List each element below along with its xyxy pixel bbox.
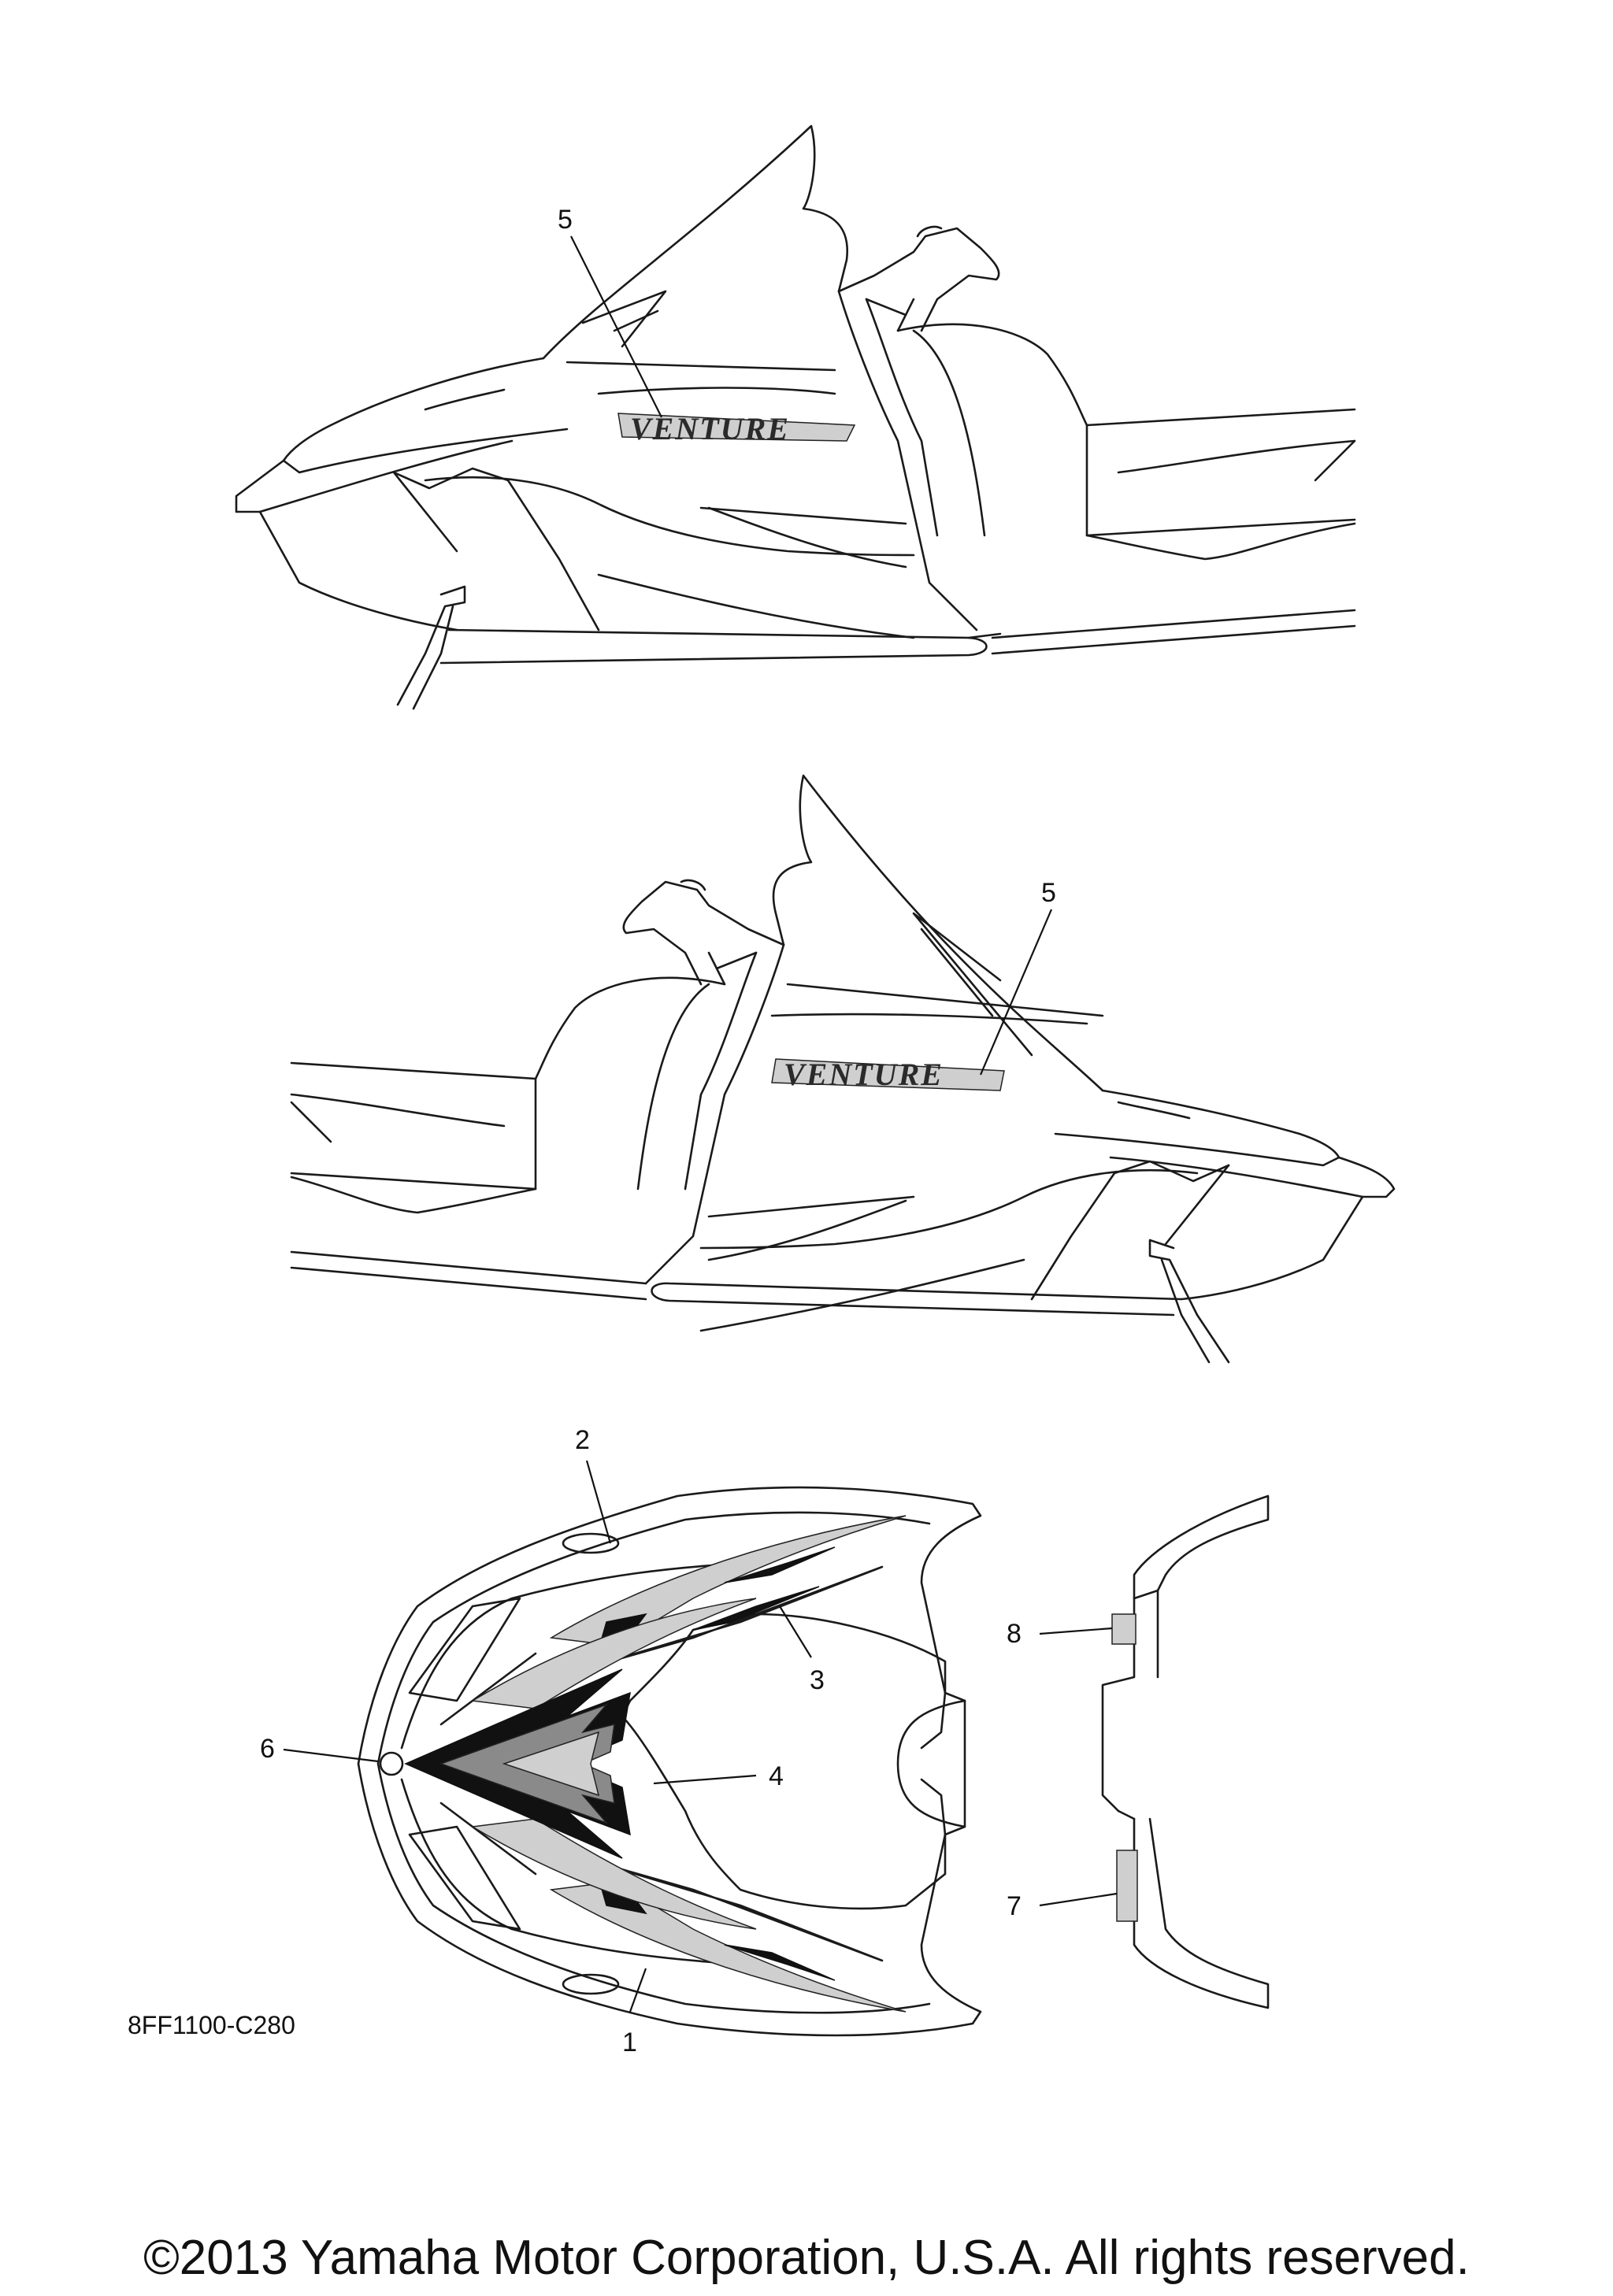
callout-1: 1 [622,2028,637,2057]
label-8 [1111,1613,1137,1645]
callout-4: 4 [769,1761,784,1791]
side-view-left: VENTURE 5 [235,124,1356,710]
callout-5-view2: 5 [1041,878,1056,908]
venture-badge-1: VENTURE [617,411,856,446]
copyright-notice: ©2013 Yamaha Motor Corporation, U.S.A. A… [143,2231,1470,2285]
callout-6: 6 [260,1734,275,1764]
venture-badge-2: VENTURE [771,1057,1005,1092]
decal-center-chevron [404,1668,631,1859]
emblem-circle [379,1751,404,1776]
callout-7: 7 [1007,1891,1022,1921]
badge-text-2: VENTURE [784,1057,944,1092]
callout-3: 3 [810,1665,825,1695]
callout-8: 8 [1007,1619,1022,1649]
label-7 [1116,1850,1138,1922]
hood-top-view: 2 3 4 6 1 8 7 [260,1425,1270,2057]
badge-text: VENTURE [630,411,790,446]
diagram-code: 8FF1100-C280 [128,2011,295,2039]
decal-upper [470,1515,907,1709]
callout-5-view1: 5 [558,205,573,235]
callout-2: 2 [575,1425,590,1455]
side-view-right: VENTURE 5 [290,774,1396,1364]
decal-lower [470,1818,907,2013]
